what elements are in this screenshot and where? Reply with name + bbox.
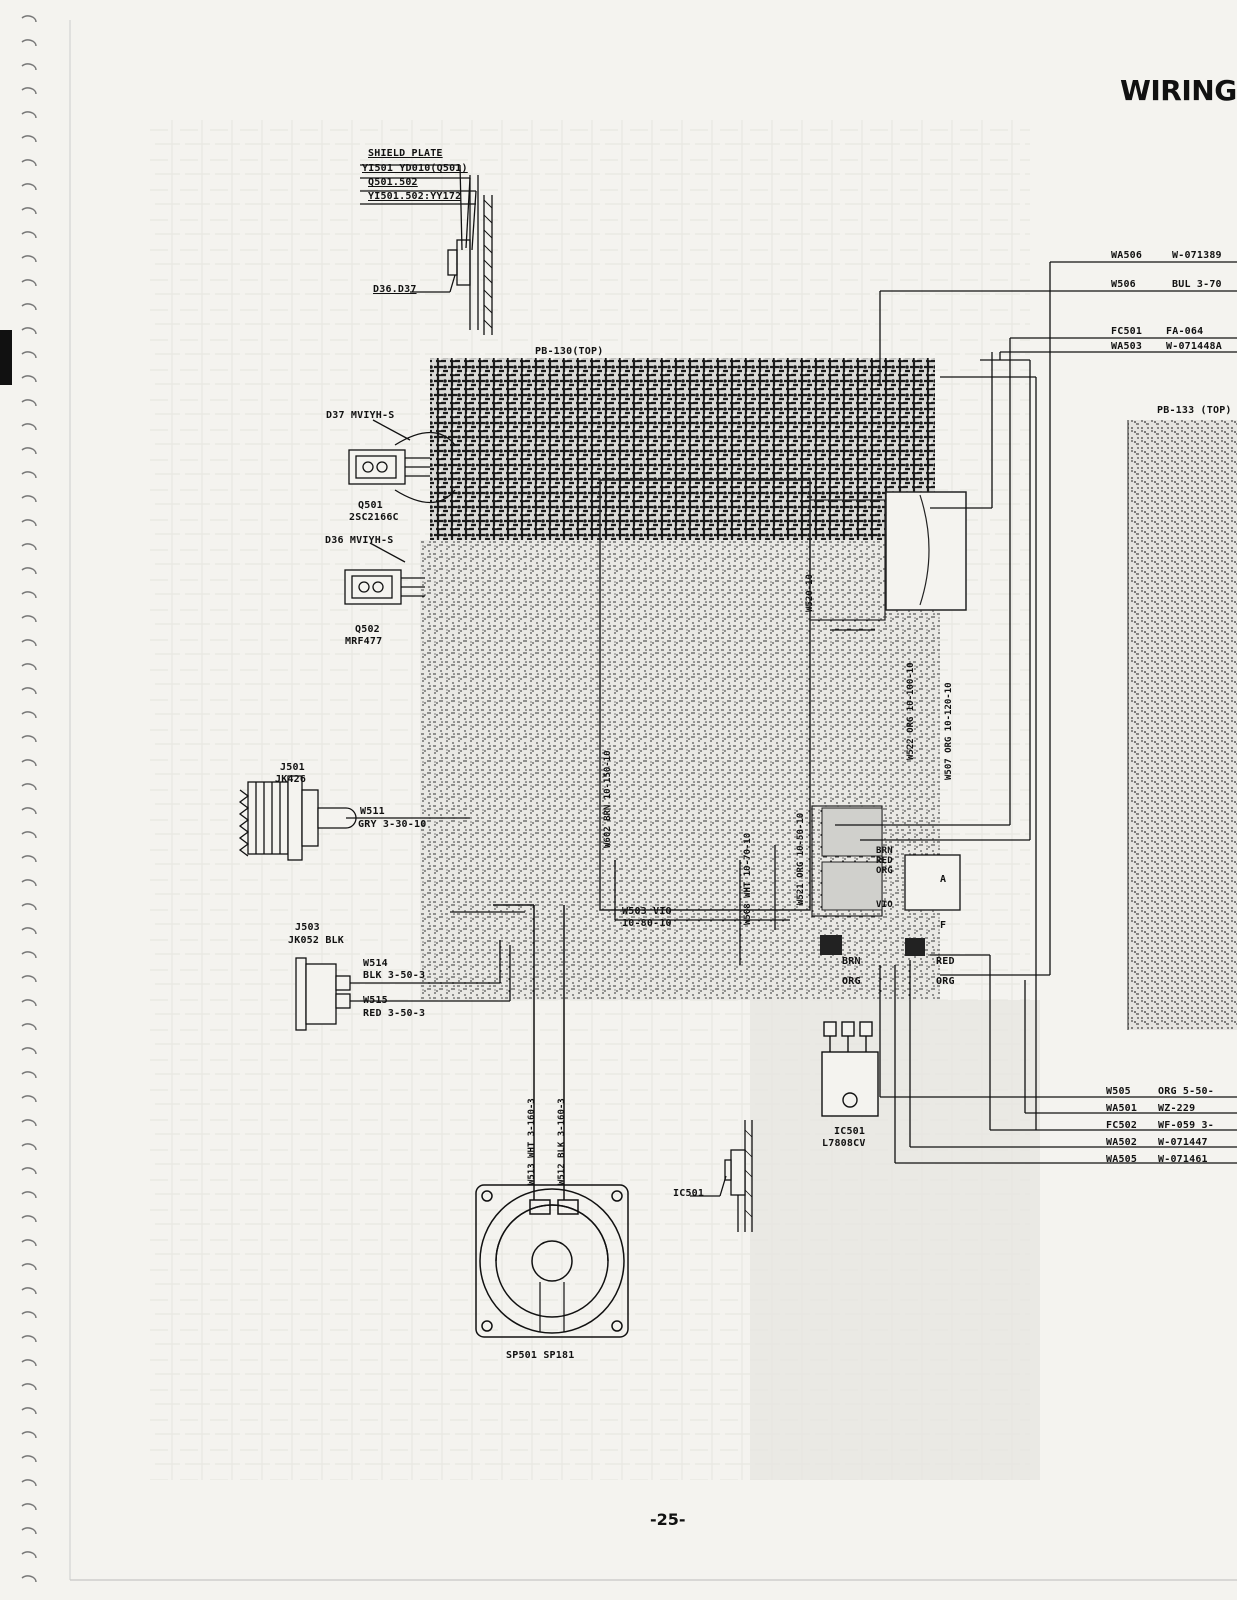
label-ic501-part: L7808CV xyxy=(822,1138,866,1149)
wire-part-2: BUL 3-70 xyxy=(1172,279,1222,290)
regulator-ic501 xyxy=(821,1021,879,1117)
wire-part-3: FA-064 xyxy=(1166,326,1204,337)
label-org: ORG xyxy=(876,866,893,876)
label-j501-part: JK426 xyxy=(275,774,307,785)
label-w602: W602 BRN 10-150-10 xyxy=(603,750,613,848)
board-label-pb133: PB-133 (TOP) xyxy=(1157,405,1232,416)
label-connector-a: A xyxy=(940,874,947,885)
page-title: WIRING xyxy=(1120,74,1237,107)
wire-id-9: WA505 xyxy=(1106,1154,1138,1165)
wire-id-1: WA506 xyxy=(1111,250,1143,261)
shield-plate-title: SHIELD PLATE xyxy=(368,148,443,159)
label-w520: W520-10 xyxy=(805,574,815,612)
wire-harness xyxy=(614,261,1237,1164)
label-w511: W511 xyxy=(360,806,385,817)
shield-line-3: YI501.502:YY172 xyxy=(368,191,462,202)
jack-j501 xyxy=(238,775,470,861)
wire-id-6: WA501 xyxy=(1106,1103,1138,1114)
shield-line-2: Q501.502 xyxy=(368,177,418,188)
label-q502-part: MRF477 xyxy=(345,636,383,647)
label-j503-part: JK052 BLK xyxy=(288,935,344,946)
label-w522: W522 ORG 10-100-10 xyxy=(906,662,916,760)
shield-line-1: YI501 YD010(Q501) xyxy=(362,163,468,174)
label-w513: W513 WHT 3-160-3 xyxy=(527,1098,537,1185)
label-w512: W512 BLK 3-160-3 xyxy=(557,1098,567,1185)
page-number: -25- xyxy=(650,1510,686,1529)
label-w515-spec: RED 3-50-3 xyxy=(363,1008,426,1019)
label-org-2: ORG xyxy=(936,976,955,987)
label-w507: W507 ORG 10-120-10 xyxy=(944,682,954,780)
wire-id-2: W506 xyxy=(1111,279,1136,290)
wire-id-7: FC502 xyxy=(1106,1120,1138,1131)
label-red: RED xyxy=(876,856,893,866)
wire-id-5: W505 xyxy=(1106,1086,1131,1097)
label-vio: VIO xyxy=(876,900,893,910)
label-w508: W508 WHT 10-70-10 xyxy=(743,832,753,925)
label-w514: W514 xyxy=(363,958,388,969)
wire-part-6: WZ-229 xyxy=(1158,1103,1196,1114)
label-d37: D37 MVIYH-S xyxy=(326,410,395,421)
label-ic501-side: IC501 xyxy=(673,1188,705,1199)
transistor-q501 xyxy=(348,419,456,503)
wire-id-3: FC501 xyxy=(1111,326,1143,337)
label-w503: W503 VIO xyxy=(622,906,672,917)
label-red-2: RED xyxy=(936,956,955,967)
wire-part-1: W-071389 xyxy=(1172,250,1222,261)
pcb-130 xyxy=(420,358,967,1000)
jack-j503 xyxy=(295,911,525,1031)
label-j501: J501 xyxy=(280,762,305,773)
board-label-pb130: PB-130(TOP) xyxy=(535,346,604,357)
binding-holes xyxy=(21,15,37,1583)
label-w511-spec: GRY 3-30-10 xyxy=(358,819,427,830)
speaker-sp501 xyxy=(475,904,629,1338)
wire-part-9: W-071461 xyxy=(1158,1154,1208,1165)
wire-id-8: WA502 xyxy=(1106,1137,1138,1148)
label-w514-spec: BLK 3-50-3 xyxy=(363,970,426,981)
label-q501: Q501 xyxy=(358,500,383,511)
wire-part-4: W-071448A xyxy=(1166,341,1222,352)
wire-id-4: WA503 xyxy=(1111,341,1143,352)
shield-plate-drawing xyxy=(360,164,493,335)
wire-part-8: W-071447 xyxy=(1158,1137,1208,1148)
ic501-side-view xyxy=(690,1120,753,1232)
label-w503-spec: 10-80-10 xyxy=(622,918,672,929)
shield-diodes: D36.D37 xyxy=(373,284,417,295)
label-d36: D36 MVIYH-S xyxy=(325,535,394,546)
transistor-q502 xyxy=(344,542,425,605)
label-org-3: ORG xyxy=(842,976,861,987)
label-connector-f: F xyxy=(940,920,947,931)
wire-part-7: WF-059 3- xyxy=(1158,1120,1214,1131)
label-j503: J503 xyxy=(295,922,320,933)
label-q502: Q502 xyxy=(355,624,380,635)
wire-part-5: ORG 5-50- xyxy=(1158,1086,1214,1097)
label-sp501: SP501 SP181 xyxy=(506,1350,575,1361)
label-ic501: IC501 xyxy=(834,1126,866,1137)
label-brn-2: BRN xyxy=(842,956,861,967)
label-w521: W521 ORG 10-50-10 xyxy=(796,812,806,905)
label-brn: BRN xyxy=(876,846,893,856)
pcb-133 xyxy=(1128,420,1237,1030)
label-q501-part: 2SC2166C xyxy=(349,512,399,523)
label-w515: W515 xyxy=(363,995,388,1006)
